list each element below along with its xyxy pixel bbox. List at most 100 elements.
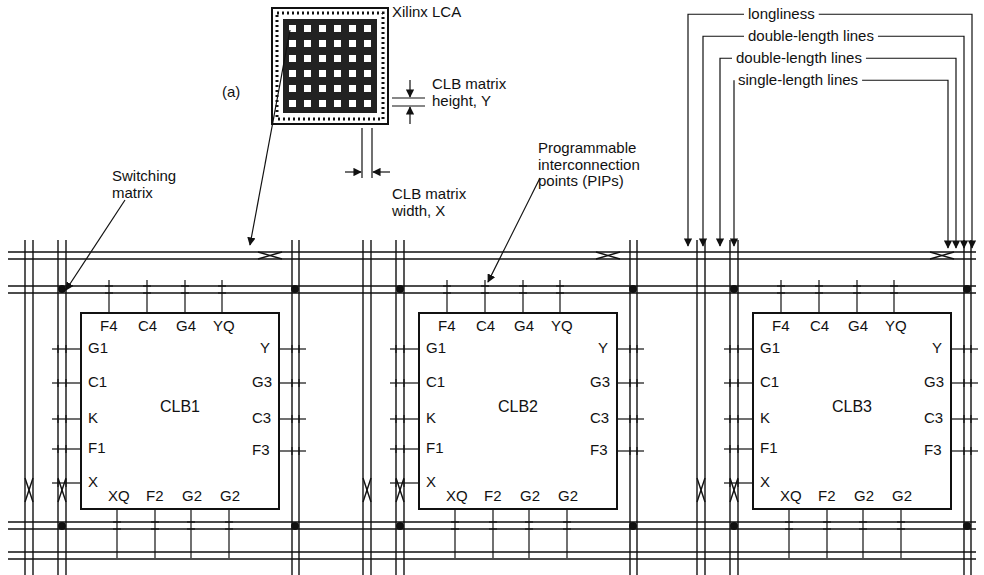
pip-mark (729, 345, 730, 353)
pip-mark (963, 415, 964, 423)
crossover (596, 252, 620, 259)
pip-mark (489, 521, 497, 522)
routing-line (704, 240, 705, 575)
pin-stub (446, 280, 447, 312)
pip-mark (815, 285, 823, 286)
switch-matrix (291, 285, 299, 293)
pin-name: G2 (892, 488, 912, 505)
pin-stub (952, 348, 978, 349)
pip-mark (859, 528, 867, 529)
clb-cell (349, 100, 356, 107)
pin-name: XQ (108, 488, 130, 505)
routing-line (362, 240, 363, 575)
leader-line (862, 80, 948, 248)
pip-mark (729, 415, 730, 423)
routing-line (8, 551, 976, 552)
routing-line (24, 240, 25, 575)
pin-name: YQ (885, 318, 907, 335)
switch-matrix (396, 285, 404, 293)
switch-matrix (396, 522, 404, 530)
crossover (930, 252, 954, 259)
pin-name: G3 (924, 374, 944, 391)
clb-cell (304, 85, 311, 92)
switch-matrix (963, 285, 971, 293)
switch-matrix (730, 285, 738, 293)
pin-name: F1 (88, 440, 106, 457)
pip-mark (395, 445, 396, 453)
annotation: double-length lines (748, 28, 874, 45)
clb-cell (319, 85, 326, 92)
pip-mark (298, 447, 299, 455)
pip-mark (291, 345, 292, 353)
pip-mark (57, 379, 58, 387)
pip-mark (970, 447, 971, 455)
pip-mark (629, 415, 630, 423)
pip-mark (525, 521, 533, 522)
clb-cell (319, 100, 326, 107)
clb-cell (364, 85, 371, 92)
clb-cell (319, 70, 326, 77)
pip-mark (777, 285, 785, 286)
pin-name: C4 (138, 318, 157, 335)
pip-mark (291, 379, 292, 387)
leader-line (703, 36, 744, 246)
routing-line (696, 240, 697, 575)
pip-mark (785, 521, 793, 522)
pip-mark (291, 447, 292, 455)
pip-mark (489, 528, 497, 529)
pin-stub (280, 348, 306, 349)
pin-name: C1 (426, 374, 445, 391)
leader-line (733, 80, 734, 246)
pip-mark (65, 345, 66, 353)
clb-cell (289, 55, 296, 62)
pip-mark (859, 521, 867, 522)
pin-stub (280, 450, 306, 451)
clb-name: CLB3 (832, 398, 872, 416)
interconnect (8, 240, 978, 575)
pin-stub (190, 510, 191, 558)
pin-name: F4 (772, 318, 790, 335)
pin-name: C3 (590, 410, 609, 427)
pip-mark (737, 415, 738, 423)
pin-name: G4 (848, 318, 868, 335)
clb-cell (304, 100, 311, 107)
pip-mark (629, 379, 630, 387)
routing-line (8, 558, 976, 559)
pip-mark (151, 521, 159, 522)
pip-mark (395, 345, 396, 353)
pin-stub (893, 280, 894, 312)
annotation: double-length lines (736, 50, 862, 67)
clb-cell (334, 100, 341, 107)
annotation: Switching matrix (112, 168, 192, 201)
pip-mark (636, 447, 637, 455)
pip-mark (737, 479, 738, 487)
switch-matrix (58, 522, 66, 530)
pip-mark (556, 292, 564, 293)
pin-name: C4 (810, 318, 829, 335)
pin-name: C1 (88, 374, 107, 391)
routing-line (8, 258, 976, 259)
pin-name: YQ (213, 318, 235, 335)
pin-name: XQ (780, 488, 802, 505)
pin-stub (280, 418, 306, 419)
pin-name: X (88, 474, 98, 491)
pin-name: G3 (252, 374, 272, 391)
pip-mark (777, 292, 785, 293)
pip-mark (823, 528, 831, 529)
pin-stub (566, 510, 567, 558)
pin-name: G2 (854, 488, 874, 505)
pip-mark (291, 415, 292, 423)
pin-name: C3 (252, 410, 271, 427)
pip-mark (151, 528, 159, 529)
pip-mark (218, 292, 226, 293)
routing-line (8, 528, 976, 529)
crossover (697, 478, 705, 502)
pip-mark (481, 285, 489, 286)
pip-mark (65, 479, 66, 487)
pip-mark (556, 285, 564, 286)
pin-stub (780, 280, 781, 312)
routing-line (8, 521, 976, 522)
pip-mark (890, 285, 898, 286)
pip-mark (65, 379, 66, 387)
pin-name: Y (260, 340, 270, 357)
